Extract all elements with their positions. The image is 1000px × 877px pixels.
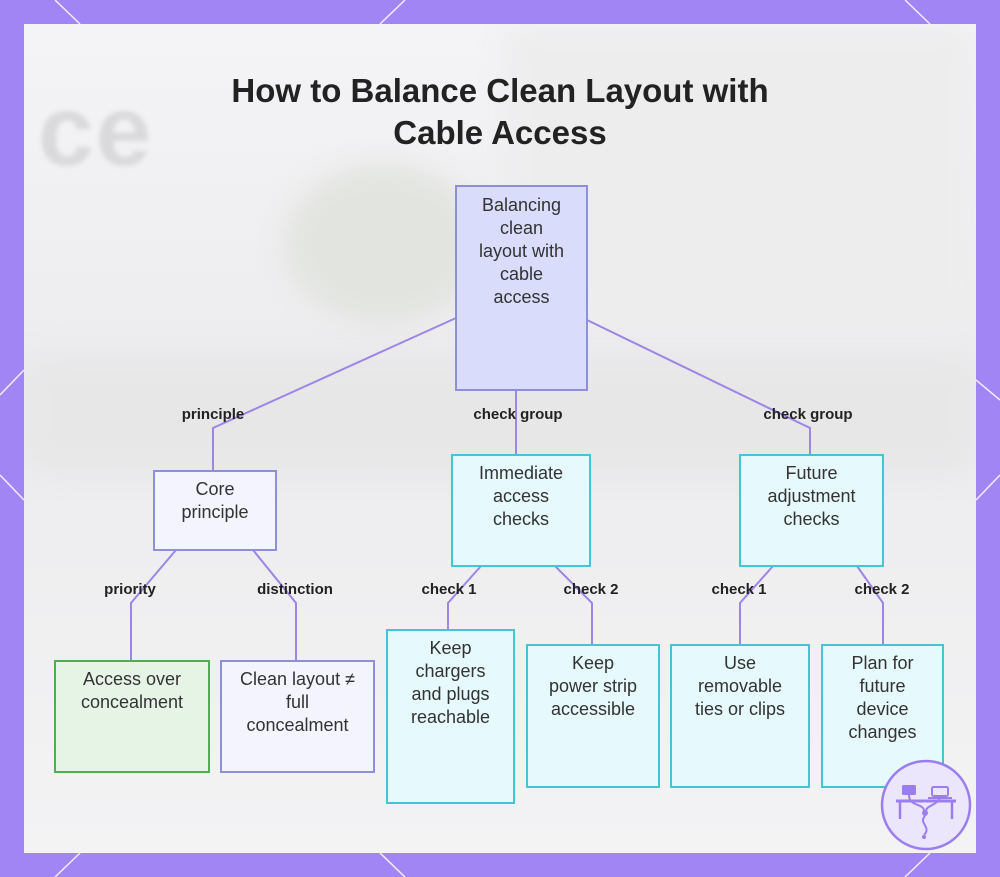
edge-future-plan <box>856 565 884 644</box>
edge-root-core <box>212 317 457 470</box>
edge-label-check-2: check 2 <box>563 581 619 598</box>
diagram-panel: ce How to Balance Clean Layout with Cabl… <box>24 24 976 853</box>
edge-label-check-2: check 2 <box>854 581 910 598</box>
connector-lines <box>130 317 884 660</box>
node-keep-chargers: Keep chargers and plugs reachable <box>386 629 515 804</box>
edge-label-check-group: check group <box>763 406 853 423</box>
background-blur <box>284 164 484 324</box>
edge-label-check-1: check 1 <box>711 581 767 598</box>
title-line-2: Cable Access <box>393 114 607 151</box>
edge-core-clean <box>252 549 297 660</box>
edge-core-access <box>130 549 177 660</box>
edge-label-check-group: check group <box>473 406 563 423</box>
node-immediate-access-checks: Immediate access checks <box>451 454 591 567</box>
edge-immediate-power <box>554 565 593 644</box>
page-title: How to Balance Clean Layout with Cable A… <box>24 70 976 154</box>
node-clean-layout: Clean layout ≠ full concealment <box>220 660 375 773</box>
edge-label-distinction: distinction <box>257 581 333 598</box>
edge-label-priority: priority <box>104 581 156 598</box>
node-plan-future: Plan for future device changes <box>821 644 944 788</box>
title-line-1: How to Balance Clean Layout with <box>231 72 769 109</box>
edge-root-future <box>586 319 811 454</box>
edge-future-ties <box>739 565 774 644</box>
node-root: Balancing clean layout with cable access <box>455 185 588 391</box>
node-core-principle: Core principle <box>153 470 277 551</box>
edge-immediate-chargers <box>447 565 482 629</box>
node-keep-power-strip: Keep power strip accessible <box>526 644 660 788</box>
node-access-over-concealment: Access over concealment <box>54 660 210 773</box>
desk-cable-icon <box>880 759 972 851</box>
node-future-adjustment-checks: Future adjustment checks <box>739 454 884 567</box>
background-text: ce <box>38 75 154 187</box>
node-removable-ties: Use removable ties or clips <box>670 644 810 788</box>
edge-label-check-1: check 1 <box>421 581 477 598</box>
edge-label-principle: principle <box>181 406 245 423</box>
